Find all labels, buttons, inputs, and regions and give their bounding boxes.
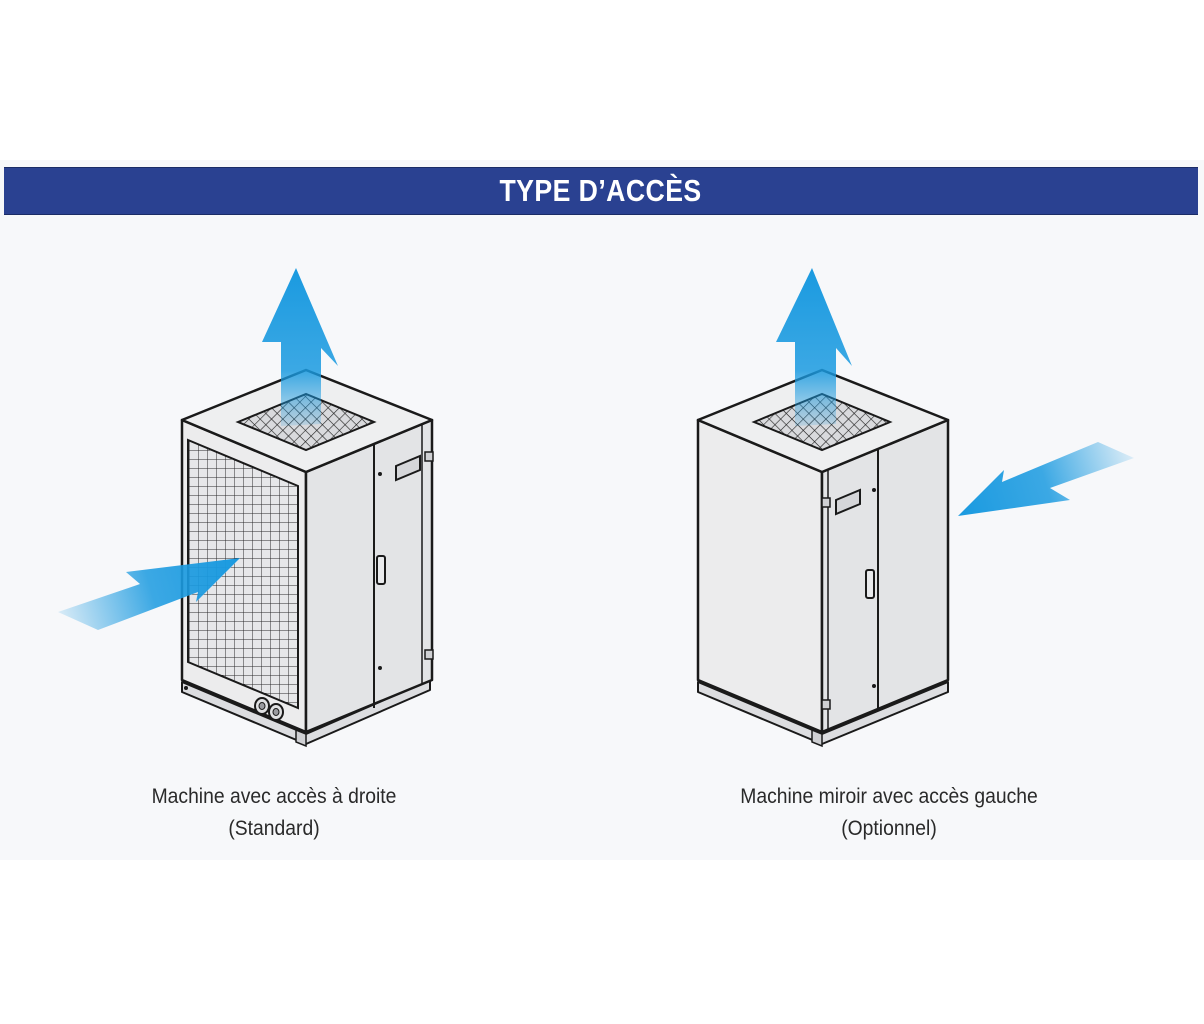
caption-standard: Machine avec accès à droite (Standard) [90,781,458,845]
vent-label [395,454,421,482]
hinge-icon [424,649,434,660]
caption-line: (Standard) [228,817,320,840]
screw [378,666,382,670]
screw [184,686,188,690]
airflow-in-arrow-icon [58,558,240,630]
cabinet-foot [811,728,823,748]
section-header: TYPE D’ACCÈS [4,167,1198,215]
page-title: TYPE D’ACCÈS [499,173,703,208]
pipe-connector-icon [254,697,284,721]
caption-mirror: Machine miroir avec accès gauche (Option… [705,781,1073,845]
caption-line: Machine avec accès à droite [151,785,397,808]
machine-mirror [696,268,1134,748]
vent-label [835,488,861,516]
door-handle-icon [376,555,386,585]
screw [378,472,382,476]
cabinet-foot [295,728,307,748]
airflow-in-arrow-icon [958,442,1134,516]
door-handle-icon [865,569,875,599]
screw [872,488,876,492]
cabinet-front-face [696,418,824,734]
caption-line: (Optionnel) [841,817,937,840]
screw [872,684,876,688]
hinge-icon [821,699,831,710]
airflow-up-arrow-icon [262,268,338,426]
cabinet-side-face [820,418,950,734]
hinge-icon [424,451,434,462]
airflow-up-arrow-icon [776,268,852,426]
hinge-icon [821,497,831,508]
machine-standard [58,268,434,748]
caption-line: Machine miroir avec accès gauche [740,785,1038,808]
